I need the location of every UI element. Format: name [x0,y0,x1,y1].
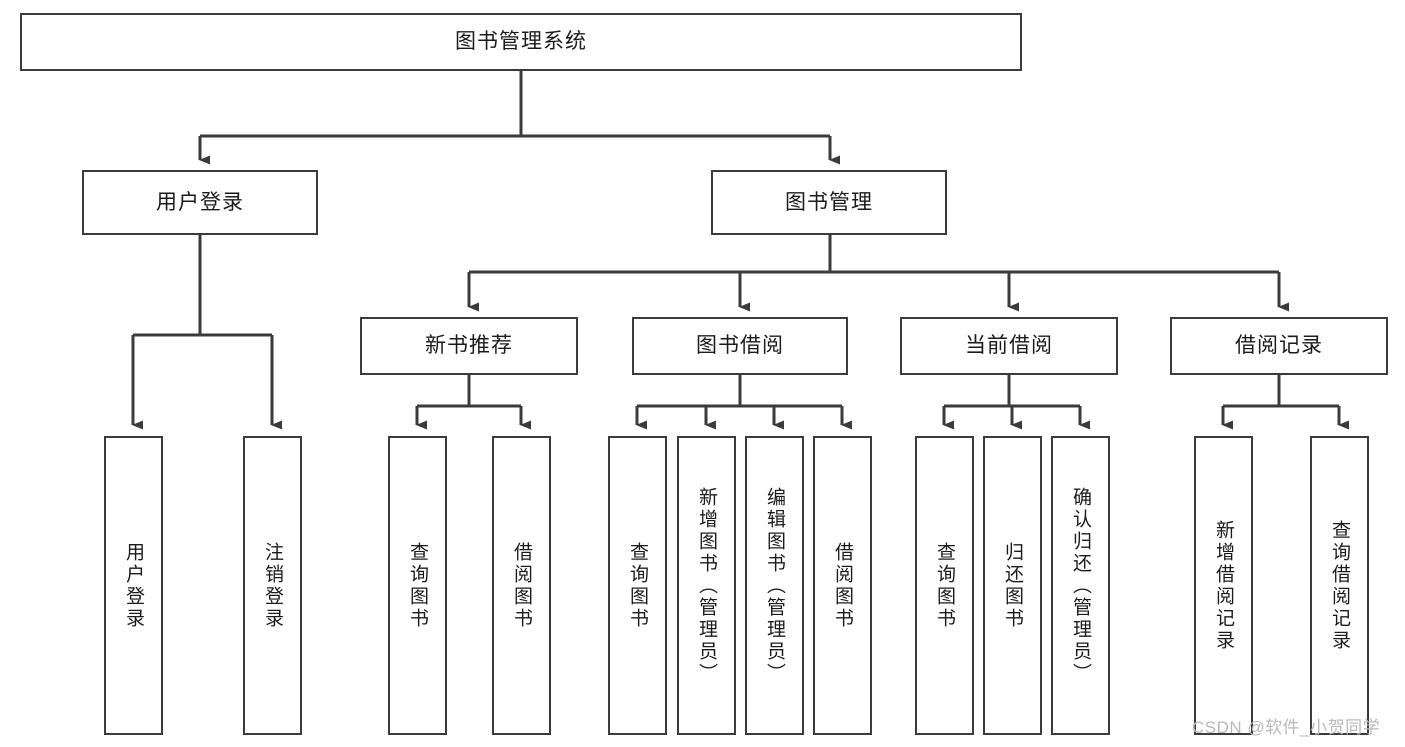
node-leaf-recommend-query-book[interactable]: 查询图书 [388,436,447,735]
node-current-borrow[interactable]: 当前借阅 [900,317,1118,375]
node-user-login-label: 用户登录 [156,190,244,214]
node-leaf-borrow-add-book-label: 新增图书（管理员） [696,486,717,685]
node-new-book-recommend-label: 新书推荐 [425,334,513,358]
node-book-borrow[interactable]: 图书借阅 [632,317,848,375]
node-leaf-borrow-query-book-label: 查询图书 [627,541,648,630]
node-leaf-logout-label: 注销登录 [262,541,283,630]
node-user-login[interactable]: 用户登录 [82,170,318,235]
node-leaf-borrow-add-book[interactable]: 新增图书（管理员） [677,436,736,735]
node-leaf-record-add[interactable]: 新增借阅记录 [1194,436,1253,735]
node-leaf-recommend-borrow-book-label: 借阅图书 [511,541,532,630]
node-leaf-recommend-query-book-label: 查询图书 [407,541,428,630]
node-leaf-borrow-query-book[interactable]: 查询图书 [608,436,667,735]
node-leaf-current-confirm-return-label: 确认归还（管理员） [1070,486,1091,685]
node-book-manage-label: 图书管理 [785,190,873,214]
node-leaf-record-query[interactable]: 查询借阅记录 [1310,436,1369,735]
node-leaf-borrow-edit-book[interactable]: 编辑图书（管理员） [745,436,804,735]
node-leaf-current-confirm-return[interactable]: 确认归还（管理员） [1051,436,1110,735]
node-new-book-recommend[interactable]: 新书推荐 [360,317,578,375]
node-root-label: 图书管理系统 [455,30,587,54]
node-leaf-current-query-book[interactable]: 查询图书 [915,436,974,735]
node-leaf-record-add-label: 新增借阅记录 [1213,519,1234,652]
node-leaf-current-query-book-label: 查询图书 [934,541,955,630]
node-leaf-recommend-borrow-book[interactable]: 借阅图书 [492,436,551,735]
node-leaf-borrow-borrow-book-label: 借阅图书 [832,541,853,630]
node-leaf-record-query-label: 查询借阅记录 [1329,519,1350,652]
node-leaf-current-return-book[interactable]: 归还图书 [983,436,1042,735]
node-leaf-user-login[interactable]: 用户登录 [104,436,163,735]
node-borrow-record[interactable]: 借阅记录 [1170,317,1388,375]
node-leaf-current-return-book-label: 归还图书 [1002,541,1023,630]
node-leaf-borrow-borrow-book[interactable]: 借阅图书 [813,436,872,735]
node-borrow-record-label: 借阅记录 [1235,334,1323,358]
node-book-manage[interactable]: 图书管理 [711,170,947,235]
node-leaf-logout[interactable]: 注销登录 [243,436,302,735]
node-current-borrow-label: 当前借阅 [965,334,1053,358]
node-leaf-user-login-label: 用户登录 [123,541,144,630]
node-leaf-borrow-edit-book-label: 编辑图书（管理员） [764,486,785,685]
watermark: CSDN @软件_小贺同学 [1192,718,1381,737]
node-root[interactable]: 图书管理系统 [20,13,1022,71]
node-book-borrow-label: 图书借阅 [696,334,784,358]
